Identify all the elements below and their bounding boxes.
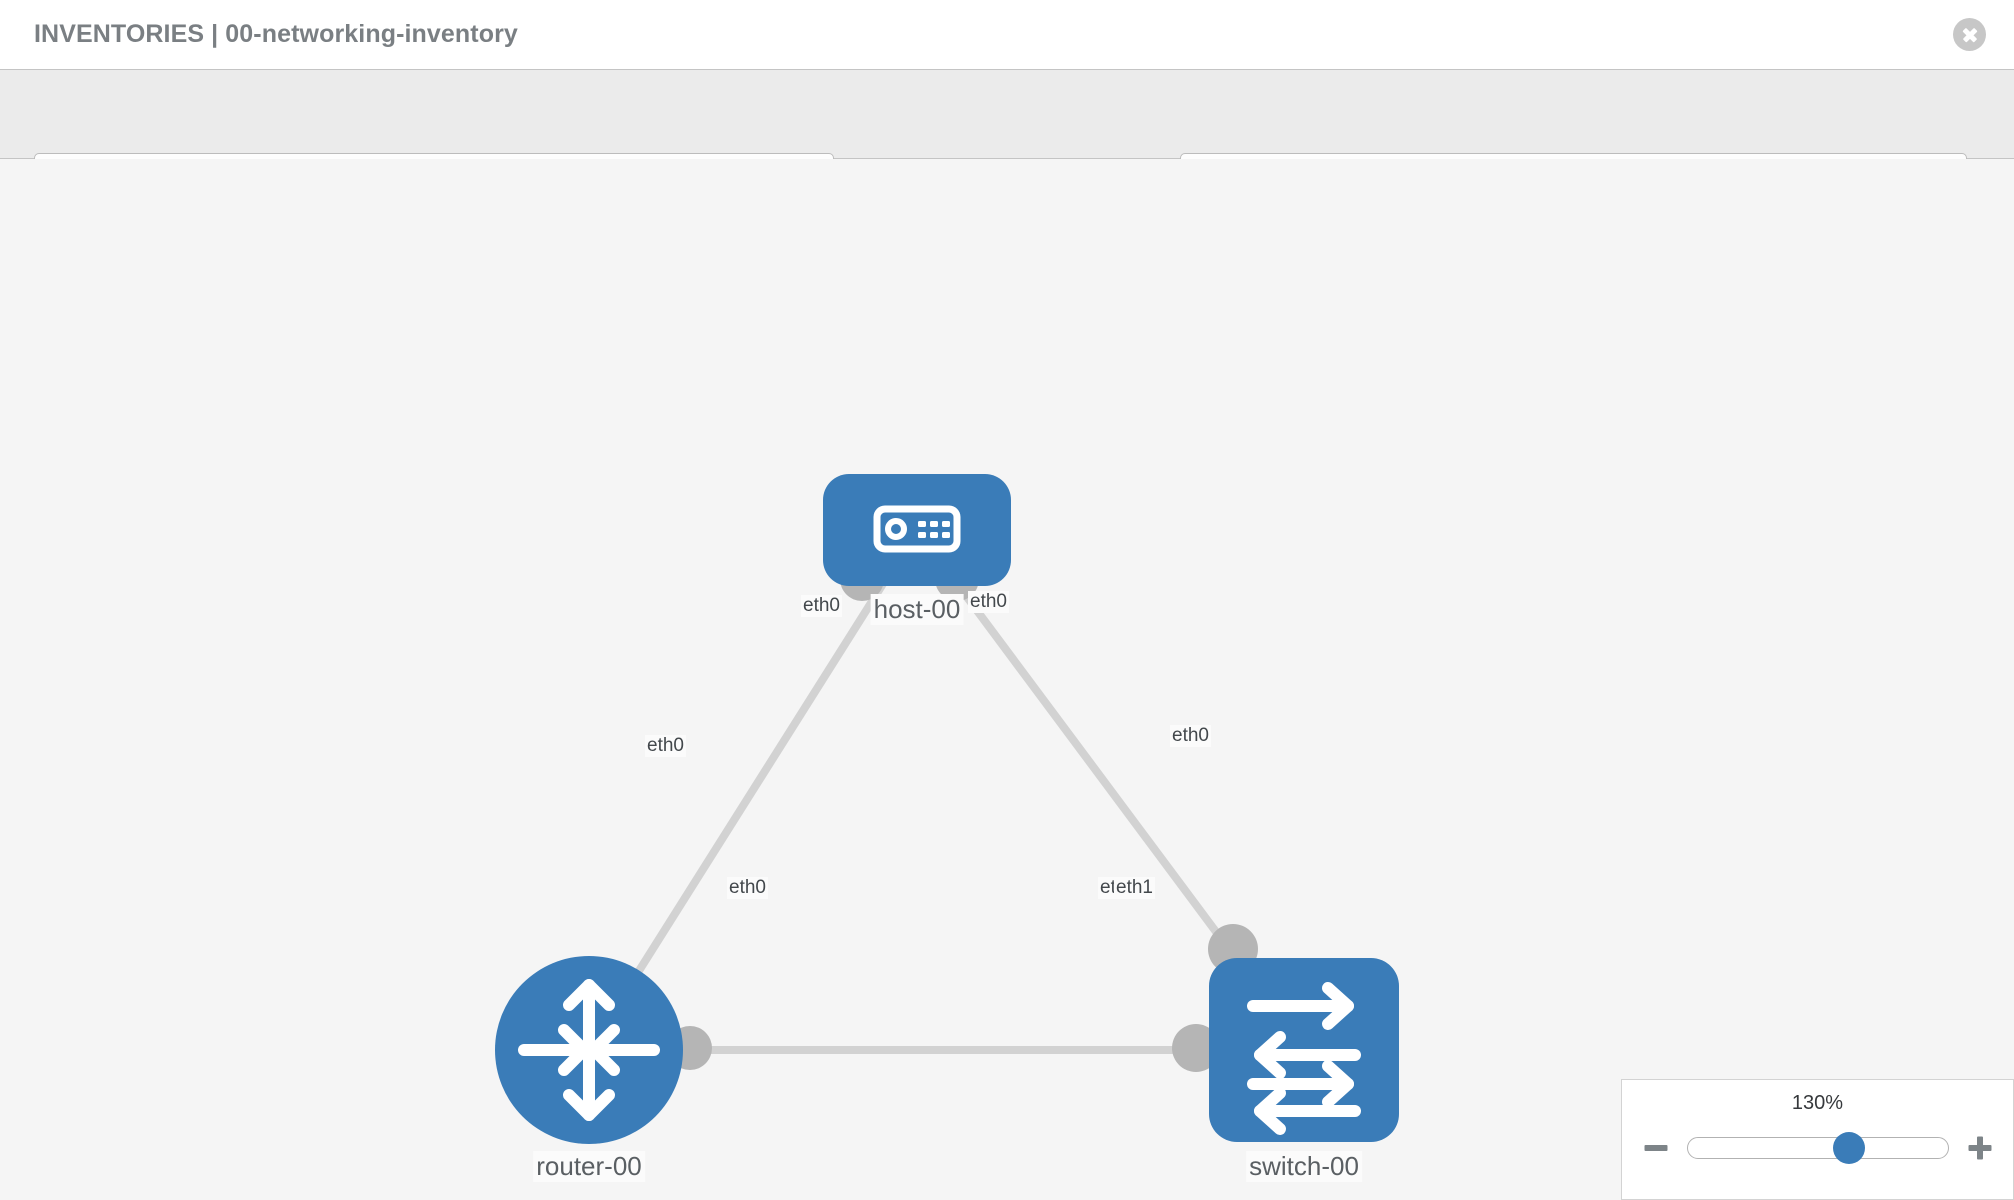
server-icon [873, 505, 961, 553]
toolbar: ACTIONS SEARCH [0, 69, 2014, 201]
interface-label: eth0 [1170, 725, 1211, 747]
node-label-switch-00: switch-00 [1246, 1151, 1362, 1182]
zoom-slider[interactable] [1686, 1132, 1949, 1164]
topology-connectors [668, 557, 1258, 1072]
page-title: INVENTORIES | 00-networking-inventory [34, 20, 518, 48]
zoom-level-value: 130% [1791, 1092, 1844, 1114]
node-label-host-00: host-00 [870, 594, 964, 625]
page-header: INVENTORIES | 00-networking-inventory [0, 0, 2014, 69]
close-icon[interactable] [1953, 18, 1986, 51]
zoom-control-panel: 130% [1621, 1079, 2014, 1200]
switch-icon [1247, 982, 1361, 1135]
interface-label: eth1 [1114, 877, 1155, 899]
link-host-router [585, 527, 921, 1053]
router-icon [518, 979, 660, 1121]
node-host-00 [823, 474, 1011, 586]
node-router-00 [495, 956, 683, 1144]
interface-label: eth0 [645, 735, 686, 757]
node-label-router-00: router-00 [533, 1151, 645, 1182]
interface-label: eth0 [968, 591, 1009, 613]
connector-dot [1172, 1024, 1220, 1072]
zoom-out-button[interactable] [1643, 1135, 1669, 1161]
node-switch-00 [1209, 958, 1399, 1142]
zoom-in-button[interactable] [1967, 1135, 1993, 1161]
zoom-slider-thumb[interactable] [1832, 1132, 1865, 1164]
interface-label: eth0 [727, 877, 768, 899]
zoom-slider-row [1622, 1128, 2013, 1168]
topology-graph [495, 474, 1399, 1144]
interface-label: eth0 [801, 595, 842, 617]
topology-canvas[interactable]: eth0 eth0 eth0 eth0 eth0 eth0 eth1 host-… [0, 159, 2014, 1200]
